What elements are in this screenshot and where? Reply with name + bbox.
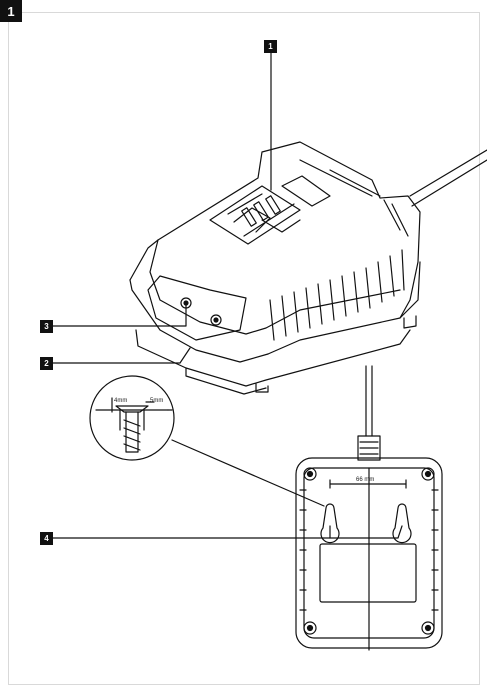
callout-4: 4 <box>40 532 53 545</box>
charger-body <box>129 141 487 395</box>
figure-number-badge: 1 <box>0 0 22 22</box>
callout-2: 2 <box>40 357 53 370</box>
screw-detail <box>89 375 175 461</box>
charger-bottom-view <box>295 457 443 651</box>
callout-1: 1 <box>264 40 277 53</box>
spacing-label: 66 mm <box>356 477 374 483</box>
diameter-label: 5mm <box>150 398 163 404</box>
callout-3: 3 <box>40 320 53 333</box>
depth-label: 4mm <box>114 398 127 404</box>
figure-frame <box>8 12 480 685</box>
